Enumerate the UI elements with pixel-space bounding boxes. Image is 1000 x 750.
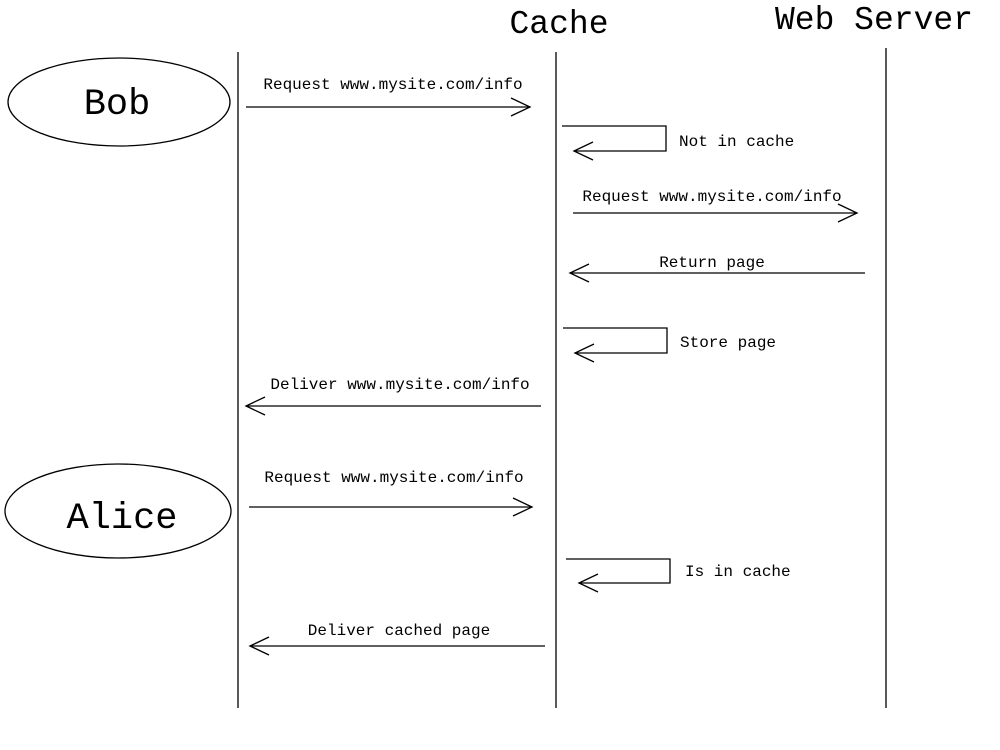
- message-bob-request: Request www.mysite.com/info: [246, 76, 532, 117]
- message-store-page: Store page: [563, 327, 776, 363]
- bob-label: Bob: [84, 84, 151, 126]
- actor-alice: Alice: [4, 463, 232, 559]
- message-deliver-page: Deliver www.mysite.com/info: [244, 376, 541, 416]
- message-label: Store page: [680, 334, 776, 352]
- message-cache-request: Request www.mysite.com/info: [573, 188, 859, 223]
- message-label: Request www.mysite.com/info: [263, 76, 522, 94]
- actor-bob: Bob: [7, 57, 231, 147]
- arrowhead-left-icon: [577, 573, 599, 593]
- message-label: Deliver www.mysite.com/info: [270, 376, 529, 394]
- message-label: Is in cache: [685, 563, 791, 581]
- self-loop-line: [563, 327, 668, 354]
- message-not-in-cache: Not in cache: [562, 125, 794, 161]
- cache-header: Cache: [509, 6, 608, 43]
- message-label: Request www.mysite.com/info: [264, 469, 523, 487]
- arrowhead-right-icon: [512, 497, 534, 517]
- message-return-page: Return page: [568, 254, 865, 283]
- alice-label: Alice: [66, 498, 177, 540]
- alice-ellipse: [4, 463, 232, 559]
- arrowhead-left-icon: [573, 343, 595, 363]
- bob-ellipse: [7, 57, 231, 147]
- web-server-header: Web Server: [775, 2, 973, 39]
- message-is-in-cache: Is in cache: [566, 558, 791, 593]
- message-label: Request www.mysite.com/info: [582, 188, 841, 206]
- arrowhead-left-icon: [568, 263, 590, 283]
- arrowhead-right-icon: [837, 203, 859, 223]
- message-label: Return page: [659, 254, 765, 272]
- self-loop-line: [562, 125, 667, 152]
- arrowhead-right-icon: [510, 97, 532, 117]
- arrowhead-left-icon: [244, 396, 266, 416]
- message-deliver-cached: Deliver cached page: [248, 622, 545, 656]
- arrowhead-left-icon: [572, 141, 594, 161]
- self-loop-line: [566, 558, 671, 584]
- message-label: Not in cache: [679, 133, 794, 151]
- arrowhead-left-icon: [248, 636, 270, 656]
- message-alice-request: Request www.mysite.com/info: [249, 469, 534, 517]
- message-label: Deliver cached page: [308, 622, 490, 640]
